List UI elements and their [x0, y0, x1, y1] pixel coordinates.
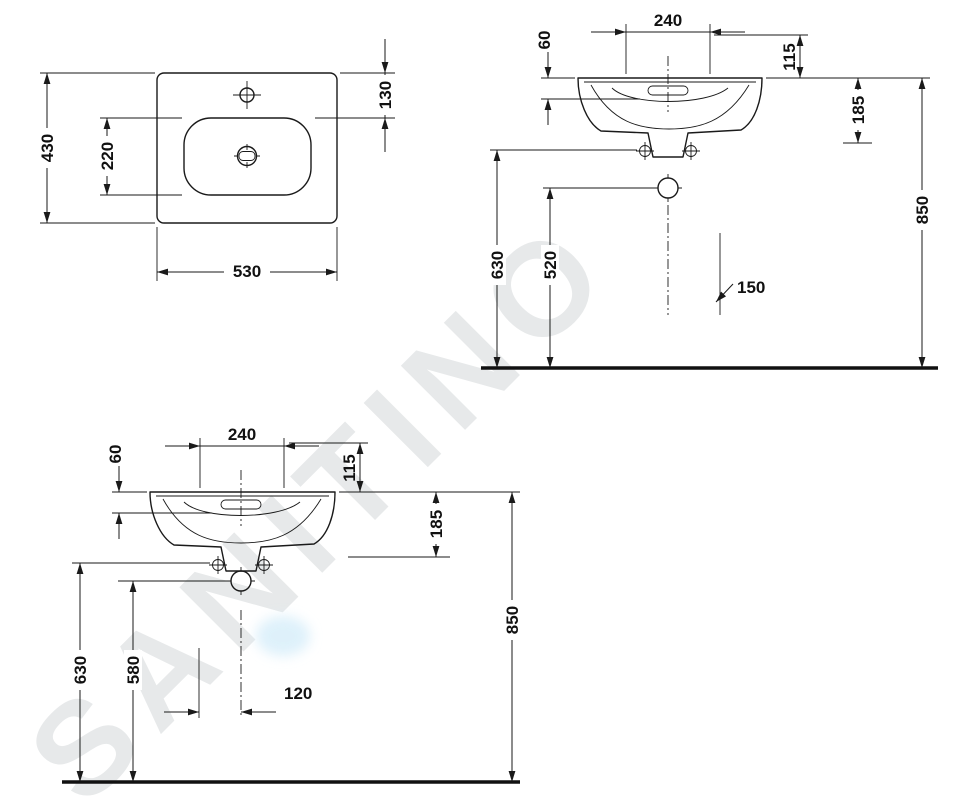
svg-text:530: 530	[233, 262, 261, 281]
svg-text:630: 630	[71, 656, 90, 684]
svg-text:580: 580	[124, 656, 143, 684]
dim-label-850: 850	[913, 190, 932, 230]
dim-label-115: 115	[340, 454, 359, 481]
dim-label-150: 150	[737, 278, 765, 297]
svg-text:850: 850	[913, 196, 932, 224]
label-bg	[124, 650, 142, 690]
drain-crosshair	[234, 144, 260, 168]
fixing-hole-crosshair	[209, 556, 227, 574]
bowl-section-curve	[590, 84, 750, 130]
bowl-outline	[183, 117, 312, 196]
dim-label-430: 430	[38, 128, 57, 168]
fixing-hole-crosshair	[636, 142, 654, 160]
dim-label-240: 240	[654, 11, 682, 30]
top-view: 430 220 130 530	[38, 39, 395, 281]
dim-label-220: 220	[98, 136, 117, 176]
label-bg	[541, 245, 559, 285]
ext-line	[40, 72, 155, 224]
watermark-blob	[256, 616, 310, 656]
svg-text:850: 850	[503, 606, 522, 634]
front-elevation-view: 240 60 115 185 850 630	[62, 425, 522, 784]
label-bg	[427, 504, 445, 544]
tap-hole-crosshair	[233, 81, 261, 109]
svg-text:130: 130	[376, 81, 395, 109]
bowl-section-curve	[183, 501, 301, 516]
dim-label-130: 130	[376, 75, 395, 115]
ext-line	[100, 117, 182, 196]
svg-text:60: 60	[106, 445, 125, 464]
dim-label-240: 240	[228, 425, 256, 444]
svg-text:520: 520	[541, 251, 560, 279]
svg-text:115: 115	[340, 454, 359, 481]
ext-line	[112, 491, 212, 514]
label-bg	[224, 262, 270, 281]
dim-label-630: 630	[488, 245, 507, 285]
drain-slot	[238, 151, 256, 161]
dim-label-520: 520	[541, 245, 560, 285]
basin-profile	[577, 77, 763, 158]
side-elevation-view: 240 60 115 185 850 630	[481, 11, 938, 370]
waste-outlet	[657, 177, 679, 199]
ext-line	[541, 77, 640, 100]
dim-label-580: 580	[124, 650, 143, 690]
bowl-section-curve	[611, 87, 729, 102]
svg-text:220: 220	[98, 142, 117, 170]
dim-label-115: 115	[780, 43, 799, 70]
svg-text:630: 630	[488, 251, 507, 279]
basin-profile	[149, 491, 336, 572]
label-bg	[376, 75, 394, 115]
dim-label-850: 850	[503, 600, 522, 640]
fixing-hole-crosshair	[255, 556, 273, 574]
svg-text:185: 185	[849, 96, 868, 124]
dim-label-60: 60	[106, 445, 125, 464]
svg-text:430: 430	[38, 134, 57, 162]
dim-label-185: 185	[849, 90, 868, 130]
dim-label-630: 630	[71, 650, 90, 690]
fixing-hole-crosshair	[682, 142, 700, 160]
dim-label-120: 120	[284, 684, 312, 703]
label-bg	[71, 650, 89, 690]
dim-label-185: 185	[427, 504, 446, 544]
leader-arrow	[715, 283, 734, 303]
dim-label-530: 530	[224, 262, 270, 281]
svg-text:185: 185	[427, 510, 446, 538]
label-bg	[98, 136, 116, 176]
label-bg	[849, 90, 867, 130]
svg-text:115: 115	[780, 43, 799, 70]
label-bg	[488, 245, 506, 285]
bowl-section-curve	[162, 498, 322, 544]
svg-text:60: 60	[535, 31, 554, 50]
label-bg	[503, 600, 521, 640]
label-bg	[913, 190, 931, 230]
basin-outline	[156, 72, 338, 224]
label-bg	[38, 128, 56, 168]
dim-label-60: 60	[535, 31, 554, 50]
